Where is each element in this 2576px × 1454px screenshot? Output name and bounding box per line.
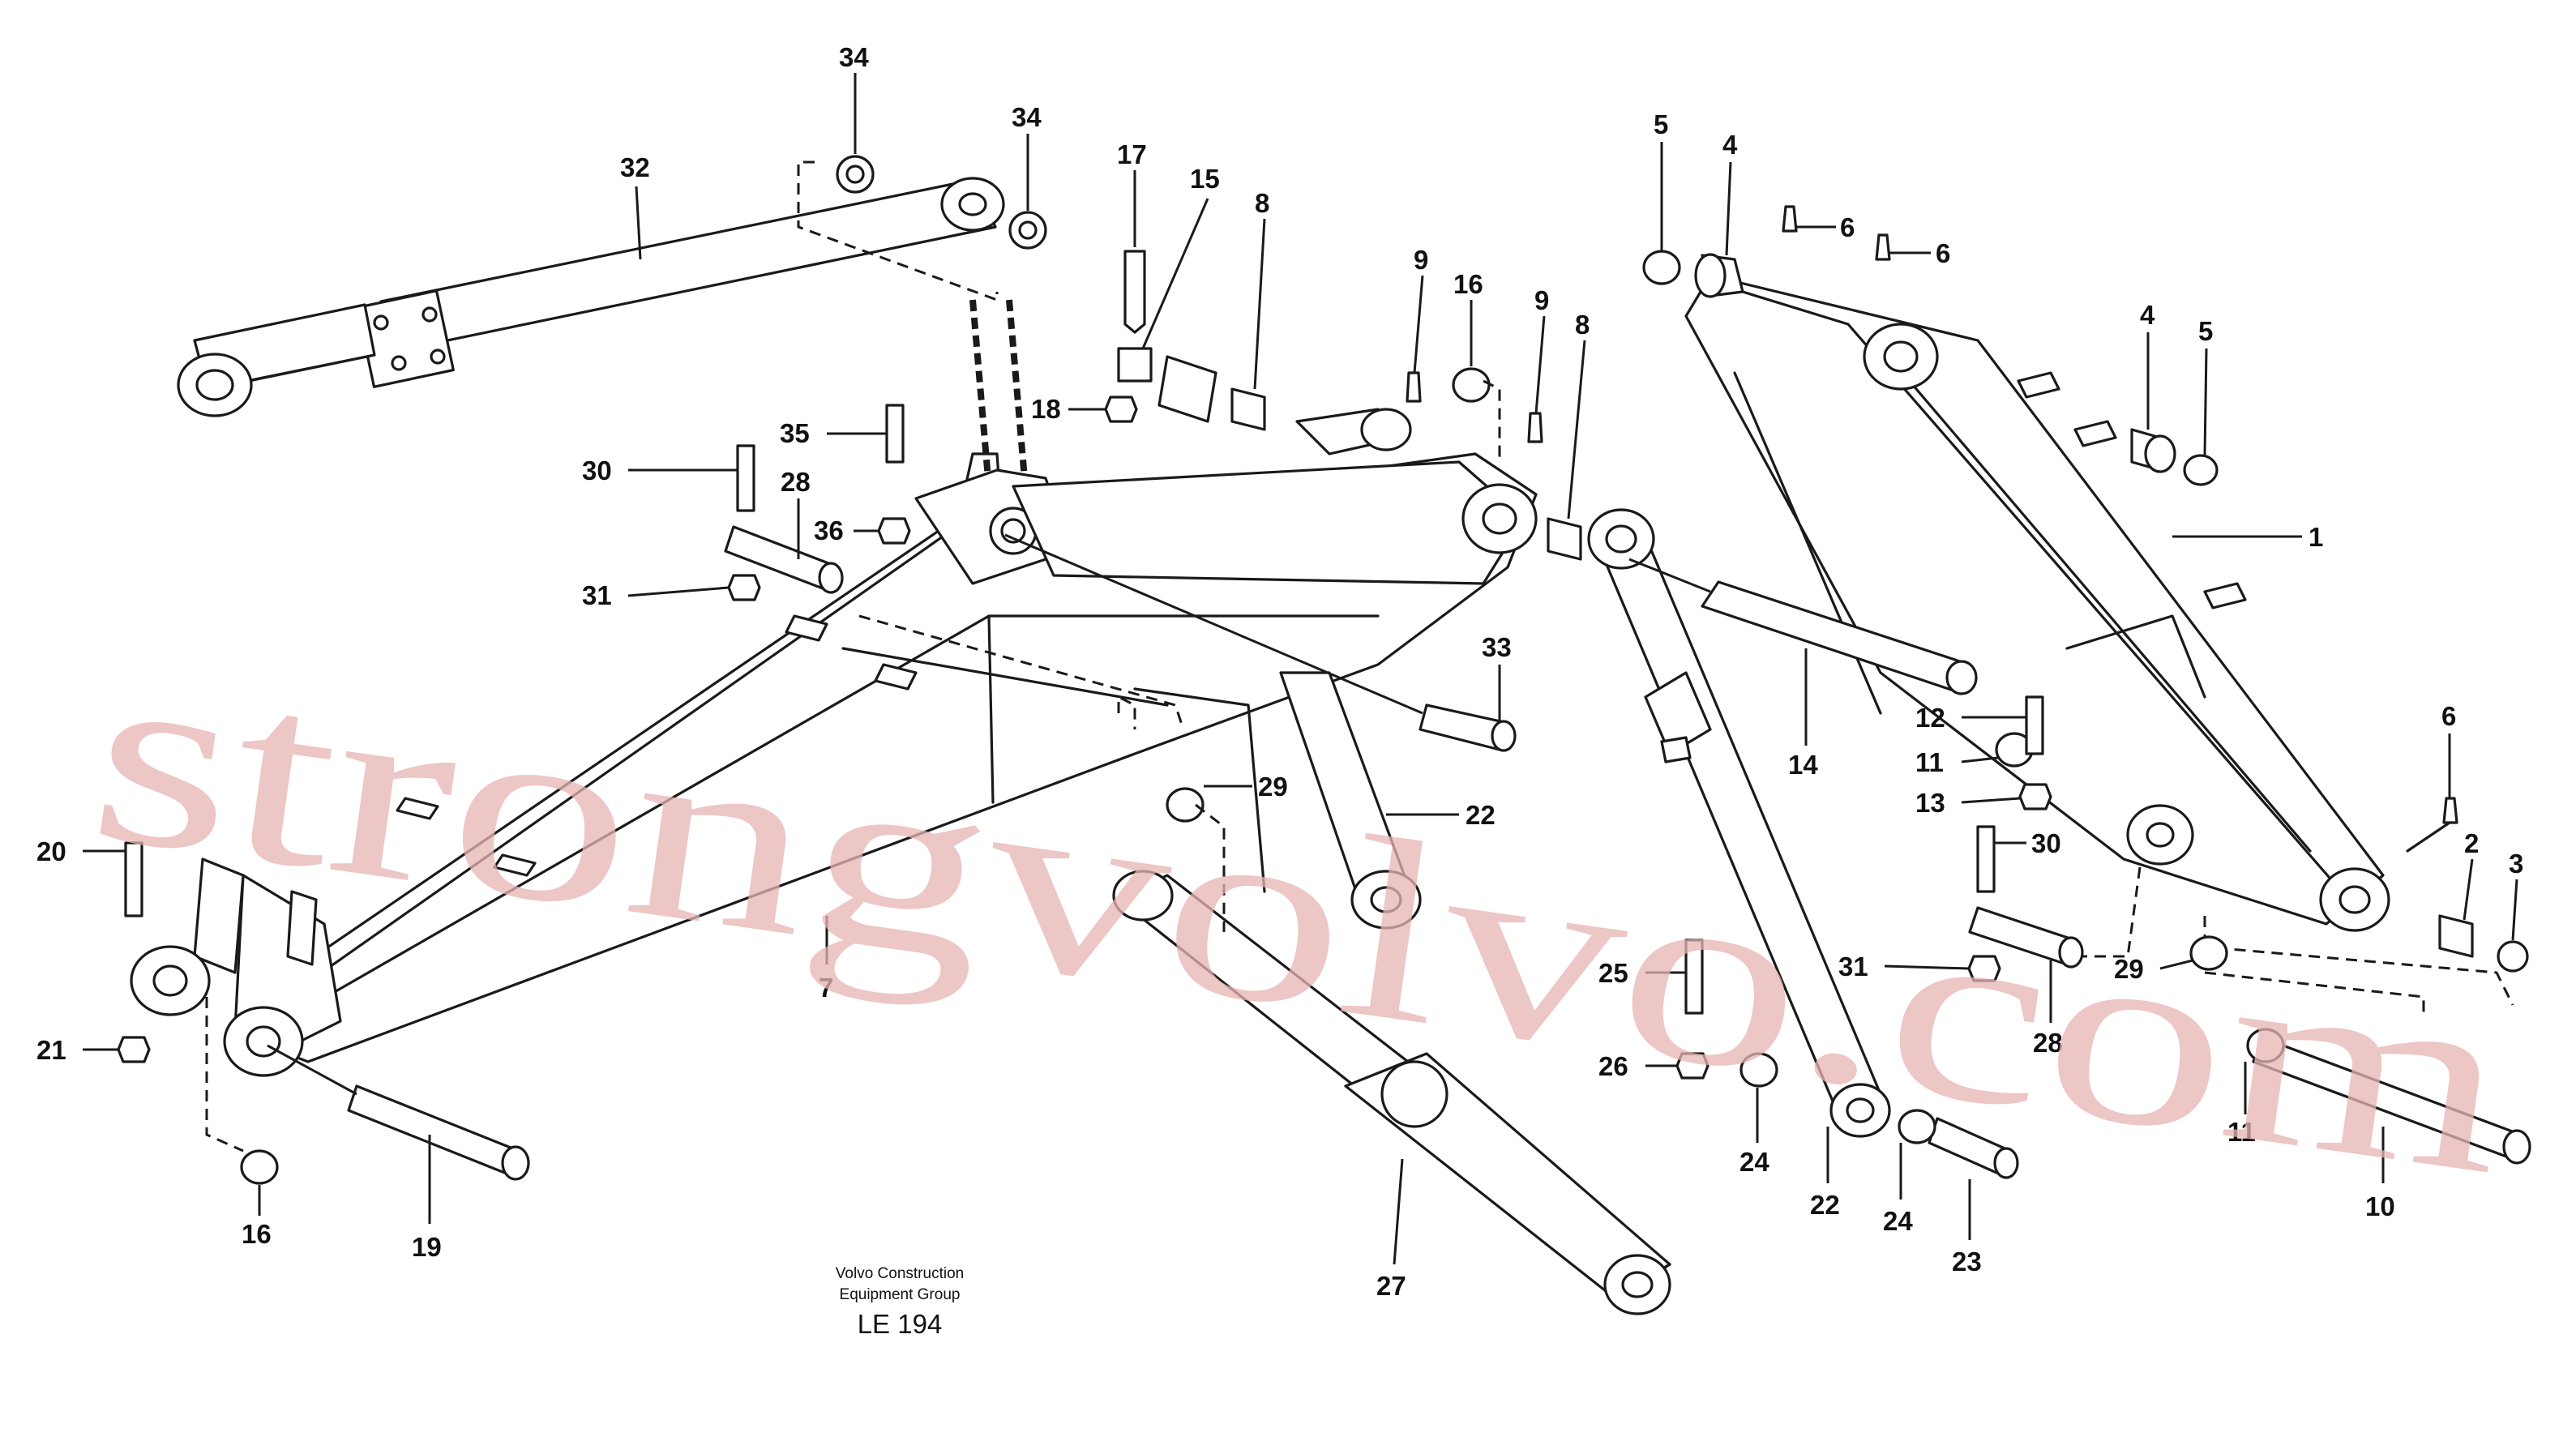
washer-29b xyxy=(2189,935,2228,971)
callout-23: 23 xyxy=(1952,1247,1982,1277)
callouts: 34 34 32 17 15 8 9 16 9 8 18 35 30 28 36… xyxy=(36,42,2523,1301)
callout-12: 12 xyxy=(1915,703,1945,733)
callout-22a: 22 xyxy=(1466,800,1496,830)
drawing-footer: Volvo Construction Equipment Group LE 19… xyxy=(836,1265,964,1339)
callout-24a: 24 xyxy=(1739,1147,1769,1177)
bolt-20 xyxy=(124,841,143,917)
nut-13 xyxy=(2018,783,2052,810)
callout-26: 26 xyxy=(1598,1051,1628,1081)
callout-5b: 5 xyxy=(2198,316,2213,346)
washer-29a xyxy=(1166,787,1205,823)
bolt-25 xyxy=(1684,939,1704,1015)
callout-6a: 6 xyxy=(1840,212,1855,242)
boom-cylinder-32 xyxy=(177,177,1005,417)
callout-10: 10 xyxy=(2365,1191,2395,1221)
grease-nipple-9a xyxy=(1406,371,1422,403)
callout-35: 35 xyxy=(780,418,810,448)
bolt-17 xyxy=(1123,250,1146,334)
callout-27: 27 xyxy=(1376,1271,1406,1301)
callout-20: 20 xyxy=(36,836,66,866)
callout-3: 3 xyxy=(2509,849,2523,879)
callout-13: 13 xyxy=(1915,788,1945,818)
callout-1: 1 xyxy=(2309,522,2323,552)
callout-4a: 4 xyxy=(1722,130,1738,160)
callout-34b: 34 xyxy=(1012,102,1042,132)
bushing-15 xyxy=(1117,347,1153,383)
bushing-8a xyxy=(1230,387,1266,431)
nut-36 xyxy=(877,517,911,545)
callout-8a: 8 xyxy=(1255,188,1269,218)
bucket-cylinder-27 xyxy=(1112,870,1671,1315)
drawing-code: LE 194 xyxy=(858,1309,943,1339)
callout-17: 17 xyxy=(1117,139,1147,169)
callout-6b: 6 xyxy=(1936,238,1950,268)
callout-4b: 4 xyxy=(2140,300,2155,330)
washer-11b xyxy=(2246,1028,2285,1063)
callout-30b: 30 xyxy=(2031,828,2061,858)
callout-16a: 16 xyxy=(1453,269,1483,299)
callout-15: 15 xyxy=(1190,164,1220,194)
callout-32: 32 xyxy=(620,152,650,182)
callout-19: 19 xyxy=(412,1232,442,1262)
callout-9a: 9 xyxy=(1414,245,1428,275)
washer-16b xyxy=(240,1149,279,1185)
washer-5b xyxy=(2183,454,2219,486)
callout-31a: 31 xyxy=(582,580,612,610)
washer-24a xyxy=(1739,1052,1778,1088)
callout-11a: 11 xyxy=(1915,747,1944,777)
washer-5a xyxy=(1642,250,1681,285)
callout-25: 25 xyxy=(1598,958,1628,988)
callout-28a: 28 xyxy=(781,467,811,497)
callout-29b: 29 xyxy=(2114,954,2144,984)
callout-24b: 24 xyxy=(1883,1206,1913,1236)
grease-nipple-6c xyxy=(2442,797,2458,824)
callout-8b: 8 xyxy=(1575,310,1590,340)
bushing-8b xyxy=(1547,517,1582,561)
footer-company-line2: Equipment Group xyxy=(840,1286,961,1303)
washer-16a xyxy=(1452,367,1491,403)
callout-11b: 11 xyxy=(2227,1117,2256,1147)
washer-3 xyxy=(2497,940,2529,973)
callout-28b: 28 xyxy=(2033,1028,2063,1058)
bolt-30a xyxy=(736,444,755,512)
arm-1 xyxy=(1684,274,2390,932)
callout-33: 33 xyxy=(1482,632,1512,662)
bolt-30b xyxy=(1976,825,1996,893)
callout-5a: 5 xyxy=(1654,109,1668,139)
callout-9b: 9 xyxy=(1534,285,1549,315)
callout-7: 7 xyxy=(819,973,833,1003)
callout-21: 21 xyxy=(36,1035,66,1065)
callout-36: 36 xyxy=(814,515,844,545)
washer-34a xyxy=(836,155,875,194)
grease-nipple-6a xyxy=(1782,205,1798,233)
bushing-2 xyxy=(2438,914,2474,958)
washer-34b xyxy=(1008,211,1047,250)
callout-16b: 16 xyxy=(242,1219,272,1249)
grease-nipple-6b xyxy=(1875,233,1891,261)
callout-30a: 30 xyxy=(582,455,612,485)
callout-2: 2 xyxy=(2464,828,2479,858)
nut-31a xyxy=(727,574,761,601)
arm-cylinder-22 xyxy=(1279,508,1891,1138)
callout-14: 14 xyxy=(1788,750,1818,780)
callout-31b: 31 xyxy=(1838,952,1868,981)
grease-nipple-9b xyxy=(1527,412,1543,443)
nut-21 xyxy=(117,1036,151,1063)
washer-24b xyxy=(1898,1109,1936,1144)
callout-29a: 29 xyxy=(1258,772,1288,802)
callout-6c: 6 xyxy=(2441,701,2456,731)
footer-company-line1: Volvo Construction xyxy=(836,1265,964,1282)
callout-22b: 22 xyxy=(1810,1190,1840,1220)
bolt-35 xyxy=(885,404,905,464)
bolt-12 xyxy=(2025,695,2044,755)
callout-18: 18 xyxy=(1031,394,1061,424)
main-boom-7 xyxy=(130,408,1538,1077)
pin-19 xyxy=(347,1084,520,1177)
callout-34a: 34 xyxy=(839,42,869,72)
nut-18 xyxy=(1104,396,1138,423)
